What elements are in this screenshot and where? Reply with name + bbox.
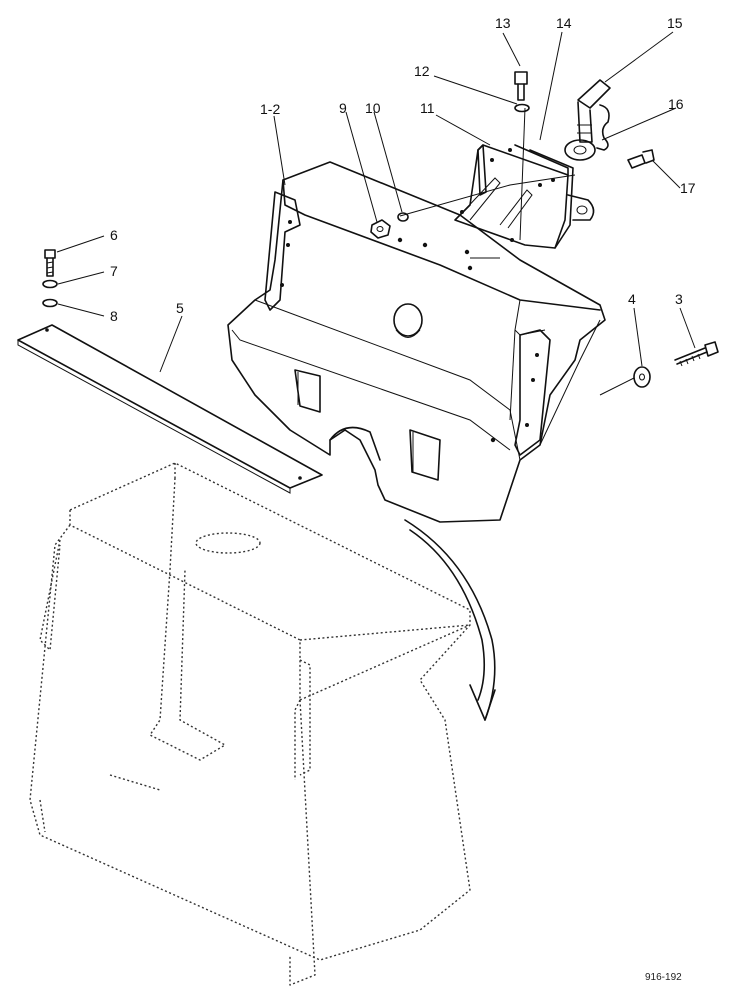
strip-5 bbox=[17, 324, 323, 494]
washer-7 bbox=[42, 279, 58, 289]
callout-12: 12 bbox=[414, 63, 430, 79]
callout-3: 3 bbox=[675, 291, 683, 307]
washer-12 bbox=[514, 103, 530, 113]
retainer-clip bbox=[596, 104, 610, 151]
callout-17: 17 bbox=[680, 180, 696, 196]
nut-9 bbox=[370, 219, 391, 239]
capscrew-17 bbox=[627, 149, 655, 169]
bolt-6 bbox=[44, 249, 56, 277]
counterweight-body bbox=[227, 161, 606, 523]
washer-10 bbox=[397, 212, 409, 222]
assembly-arrow bbox=[404, 519, 496, 721]
callout-13: 13 bbox=[495, 15, 511, 31]
grille-housing-phantom bbox=[29, 462, 471, 986]
bracket-assembly bbox=[454, 139, 596, 249]
bolt-13 bbox=[514, 71, 528, 101]
callout-1-2: 1-2 bbox=[260, 101, 281, 117]
callout-16: 16 bbox=[668, 96, 684, 112]
callout-9: 9 bbox=[339, 100, 347, 116]
callout-6: 6 bbox=[110, 227, 118, 243]
callout-10: 10 bbox=[365, 100, 381, 116]
figure-number: 916-192 bbox=[645, 972, 682, 983]
callout-15: 15 bbox=[667, 15, 683, 31]
hitch-pin bbox=[577, 79, 611, 143]
leader-lines bbox=[56, 31, 696, 396]
callout-7: 7 bbox=[110, 263, 118, 279]
callout-5: 5 bbox=[176, 300, 184, 316]
callout-8: 8 bbox=[110, 308, 118, 324]
callout-11: 11 bbox=[420, 100, 435, 116]
washer-4 bbox=[633, 366, 651, 388]
callout-14: 14 bbox=[556, 15, 572, 31]
bolt-3 bbox=[674, 341, 719, 367]
callout-4: 4 bbox=[628, 291, 636, 307]
washer-8 bbox=[42, 298, 58, 308]
